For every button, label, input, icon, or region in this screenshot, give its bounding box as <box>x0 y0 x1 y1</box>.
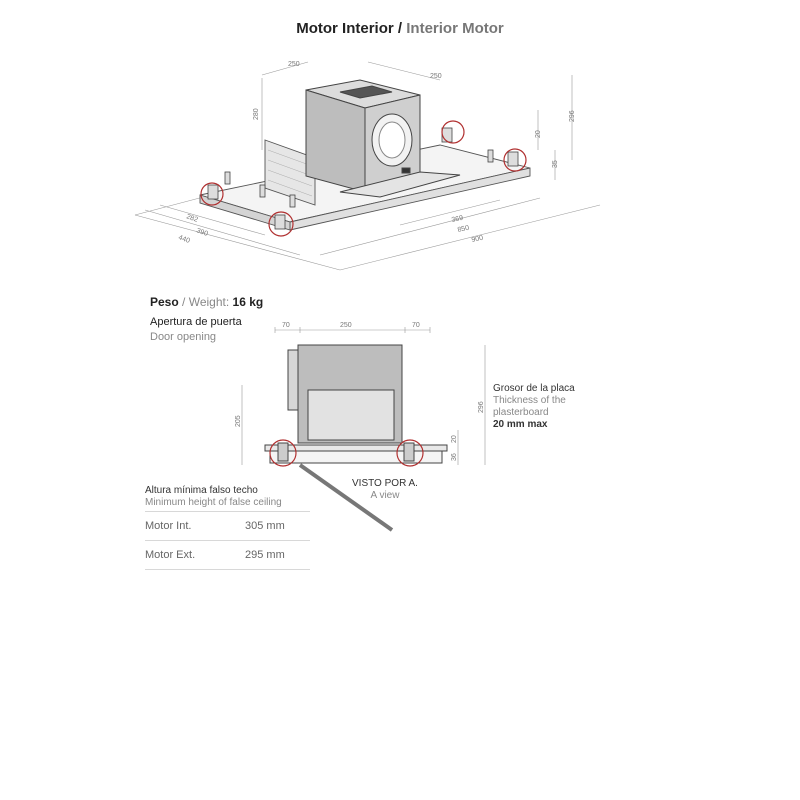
front-detail-circle-right <box>396 439 424 467</box>
false-ceiling-table: Motor Int. 305 mm Motor Ext. 295 mm <box>145 512 310 570</box>
dim-250-left: 250 <box>288 61 300 68</box>
dim-250-right: 250 <box>430 73 442 80</box>
front-view-drawing: 70 250 70 205 296 20 36 <box>235 322 486 532</box>
row-value: 305 mm <box>245 520 285 532</box>
dim-296: 296 <box>569 110 576 122</box>
false-ceiling-en: Minimum height of false ceiling <box>145 497 310 512</box>
dim-390: 390 <box>195 227 208 238</box>
table-row: Motor Ext. 295 mm <box>145 541 310 570</box>
page-title: Motor Interior / Interior Motor <box>0 20 800 37</box>
row-label: Motor Ext. <box>145 549 196 561</box>
plasterboard-note: Grosor de la placa Thickness of the plas… <box>493 383 575 431</box>
door-opening-es: Apertura de puerta <box>150 316 242 328</box>
detail-circle-4 <box>503 148 527 172</box>
plasterboard-value: 20 mm max <box>493 419 548 430</box>
weight-line: Peso / Weight: 16 kg <box>150 295 263 309</box>
row-value: 295 mm <box>245 549 285 561</box>
front-dim-205: 205 <box>235 415 242 427</box>
front-dim-296: 296 <box>478 401 485 413</box>
detail-circle-1 <box>200 182 224 206</box>
front-dim-36: 36 <box>451 453 458 461</box>
front-dim-70-left: 70 <box>282 322 290 329</box>
dim-280: 280 <box>253 108 260 120</box>
title-spanish: Motor Interior <box>296 20 394 37</box>
view-label: VISTO POR A. A view <box>345 478 425 502</box>
weight-value: 16 kg <box>232 295 264 309</box>
front-dim-250: 250 <box>340 322 352 329</box>
weight-label-en: Weight: <box>188 295 230 309</box>
dim-282: 282 <box>185 213 198 224</box>
false-ceiling-es: Altura mínima falso techo <box>145 485 258 496</box>
title-english: Interior Motor <box>406 20 504 37</box>
title-separator: / <box>397 20 403 37</box>
dim-369: 369 <box>451 215 464 224</box>
weight-separator: / <box>182 295 186 309</box>
dim-900: 900 <box>471 235 484 244</box>
weight-label-es: Peso <box>150 295 179 309</box>
plasterboard-en-1: Thickness of the <box>493 395 566 406</box>
detail-circle-3 <box>441 120 465 144</box>
plasterboard-en-2: plasterboard <box>493 407 549 418</box>
front-dim-20: 20 <box>451 435 458 443</box>
row-label: Motor Int. <box>145 520 192 532</box>
false-ceiling-section: Altura mínima falso techo Minimum height… <box>145 485 310 570</box>
front-dim-70-right: 70 <box>412 322 420 329</box>
view-es: VISTO POR A. <box>352 478 418 489</box>
isometric-drawing: 250 250 280 296 20 35 282 390 440 369 85… <box>134 61 601 271</box>
front-detail-circle-left <box>269 439 297 467</box>
detail-circle-2 <box>268 211 294 237</box>
door-opening-en: Door opening <box>150 331 217 343</box>
dim-440: 440 <box>177 234 190 245</box>
table-row: Motor Int. 305 mm <box>145 512 310 541</box>
view-en: A view <box>370 490 400 501</box>
dim-850: 850 <box>457 225 470 234</box>
dim-35: 35 <box>552 160 559 168</box>
plasterboard-es: Grosor de la placa <box>493 383 575 394</box>
dim-20: 20 <box>535 130 542 138</box>
